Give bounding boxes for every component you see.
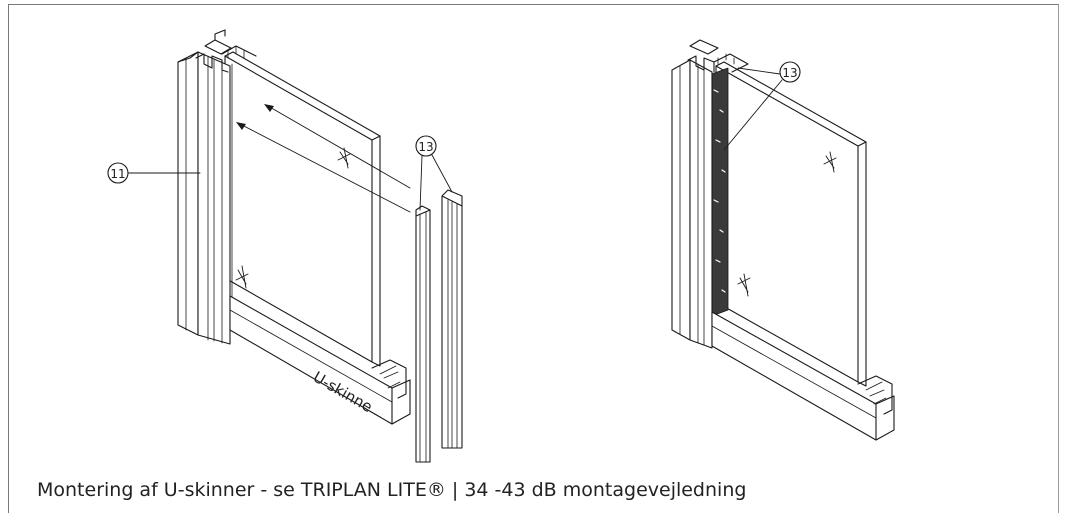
- right-panel: [715, 61, 867, 387]
- right-assembly: 13: [671, 39, 895, 441]
- left-panel: [224, 51, 381, 367]
- callout-13-left-label: 13: [418, 140, 433, 154]
- callout-11: 11: [107, 162, 201, 184]
- callout-13-right-label: 13: [782, 66, 797, 80]
- left-arrows: [236, 104, 411, 213]
- right-inserted-profile: [711, 67, 729, 317]
- left-assembly: U-skinne 11: [107, 29, 463, 463]
- figure-caption: Montering af U-skinner - se TRIPLAN LITE…: [37, 479, 747, 501]
- figure-frame: [8, 4, 1059, 513]
- right-frame-profile: [671, 39, 749, 349]
- callout-13-left: 13: [415, 135, 453, 211]
- callout-11-label: 11: [110, 167, 125, 181]
- callout-13-right: 13: [723, 61, 801, 151]
- right-u-rail: [711, 311, 895, 441]
- left-frame-profile: [177, 29, 257, 345]
- left-loose-profiles: [415, 189, 463, 463]
